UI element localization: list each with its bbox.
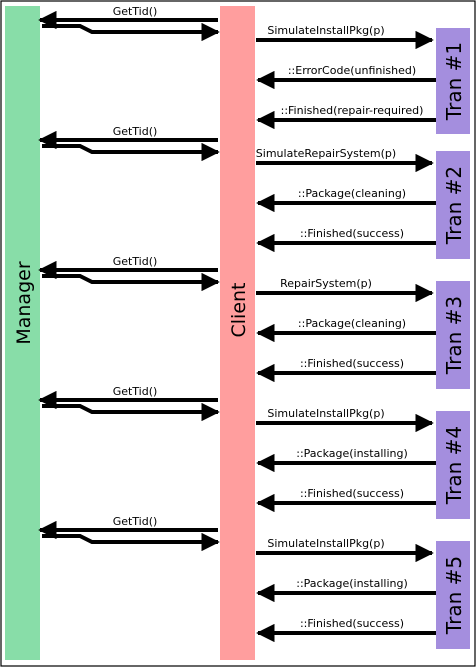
return-label: ::Package(installing) — [296, 447, 408, 460]
transaction-3: Tran #3 RepairSystem(p)::Package(cleaning… — [256, 277, 470, 389]
transaction-box — [436, 28, 470, 134]
gettid-response-arrow — [42, 402, 220, 422]
transaction-label: Tran #2 — [442, 166, 466, 245]
return-label: ::Finished(success) — [300, 357, 404, 370]
call-label: SimulateInstallPkg(p) — [267, 537, 384, 550]
call-label: SimulateRepairSystem(p) — [256, 147, 396, 160]
gettid-call: GetTid() — [38, 255, 220, 292]
client-label: Client — [228, 282, 250, 337]
call-label: SimulateInstallPkg(p) — [267, 24, 384, 37]
gettid-calls: GetTid() GetTid() GetTid() GetTid() GetTid() — [38, 5, 220, 552]
return-label: ::Package(cleaning) — [298, 317, 406, 330]
return-label: ::Finished(success) — [300, 227, 404, 240]
manager-label: Manager — [13, 261, 35, 344]
transaction-box — [436, 411, 470, 519]
return-label: ::Package(cleaning) — [298, 187, 406, 200]
gettid-label: GetTid() — [113, 515, 158, 528]
transaction-box — [436, 281, 470, 389]
gettid-label: GetTid() — [113, 385, 158, 398]
transaction-box — [436, 541, 470, 649]
client-lifeline: Client — [220, 6, 255, 660]
return-label: ::Finished(success) — [300, 487, 404, 500]
return-label: ::Finished(success) — [300, 617, 404, 630]
transaction-label: Tran #1 — [442, 42, 466, 121]
gettid-label: GetTid() — [113, 5, 158, 18]
gettid-call: GetTid() — [38, 385, 220, 422]
gettid-call: GetTid() — [38, 125, 220, 162]
transaction-box — [436, 151, 470, 259]
gettid-response-arrow — [42, 532, 220, 552]
gettid-label: GetTid() — [113, 125, 158, 138]
gettid-response-arrow — [42, 272, 220, 292]
gettid-response-arrow — [42, 142, 220, 162]
call-label: SimulateInstallPkg(p) — [267, 407, 384, 420]
transaction-label: Tran #3 — [442, 296, 466, 375]
return-label: ::Package(installing) — [296, 577, 408, 590]
gettid-response-arrow — [42, 22, 220, 42]
manager-lifeline: Manager — [5, 6, 40, 660]
gettid-call: GetTid() — [38, 5, 220, 42]
return-label: ::Finished(repair-required) — [281, 104, 424, 117]
gettid-call: GetTid() — [38, 515, 220, 552]
transaction-label: Tran #4 — [442, 426, 466, 505]
transaction-2: Tran #2 SimulateRepairSystem(p)::Package(… — [256, 147, 470, 259]
call-label: RepairSystem(p) — [280, 277, 372, 290]
transaction-4: Tran #4 SimulateInstallPkg(p)::Package(in… — [256, 407, 470, 519]
transactions: Tran #1SimulateInstallPkg(p)::ErrorCode(… — [256, 24, 470, 649]
gettid-label: GetTid() — [113, 255, 158, 268]
transaction-1: Tran #1 SimulateInstallPkg(p)::ErrorCode(… — [256, 24, 470, 134]
return-label: ::ErrorCode(unfinished) — [288, 64, 416, 77]
transaction-5: Tran #5 SimulateInstallPkg(p)::Package(in… — [256, 537, 470, 649]
transaction-label: Tran #5 — [442, 556, 466, 635]
